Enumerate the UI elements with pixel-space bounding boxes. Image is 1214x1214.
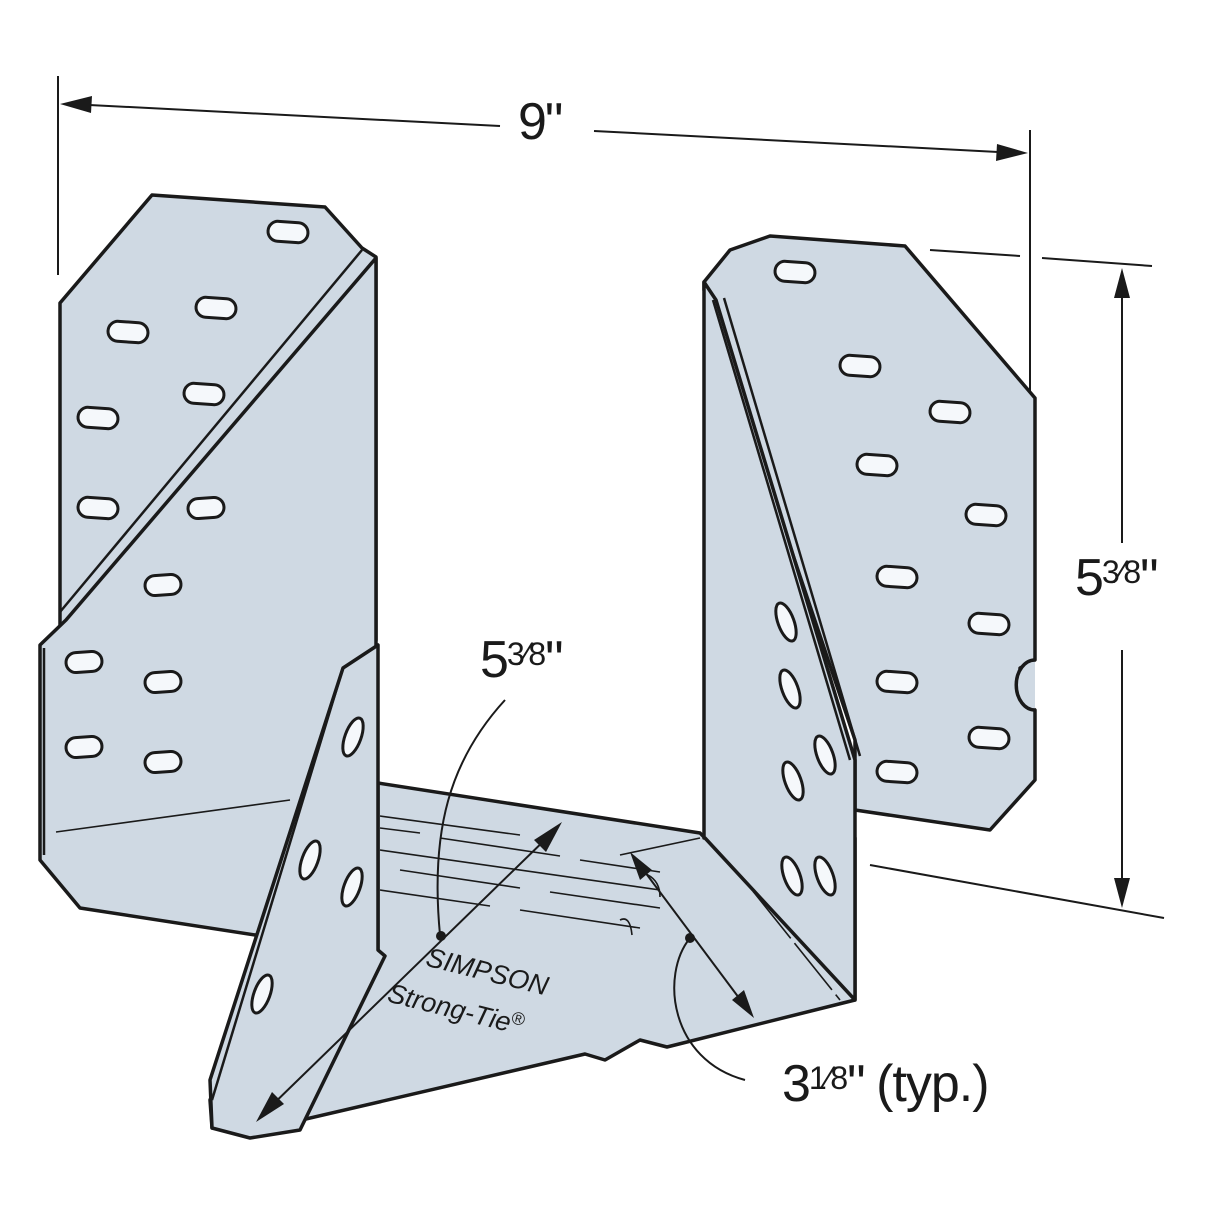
seat-width-unit: " <box>847 1055 866 1113</box>
seat-width-dimension-label: 31⁄8" (typ.) <box>782 1055 990 1113</box>
seat-length-fraction: 3⁄8 <box>506 635 546 672</box>
seat-length-dimension <box>256 699 562 1122</box>
width-dimension <box>57 76 1031 395</box>
seat-length-whole: 5 <box>480 631 509 689</box>
right-side-panel <box>702 280 862 1002</box>
nail-slots-right <box>773 259 1011 785</box>
left-gusset <box>208 643 387 1140</box>
width-whole: 9 <box>518 93 547 151</box>
height-dimension <box>869 249 1165 919</box>
height-whole: 5 <box>1075 549 1104 607</box>
seat-width-fraction: 1⁄8 <box>808 1059 848 1096</box>
width-unit: " <box>544 93 564 151</box>
height-dimension-label: 53⁄8" <box>1075 549 1159 607</box>
nail-slots-left <box>64 219 310 775</box>
width-dimension-label: 9" <box>518 93 564 151</box>
seat-width-dimension <box>630 852 754 1081</box>
seat-length-dimension-label: 53⁄8" <box>480 631 564 689</box>
seat-length-unit: " <box>545 631 564 689</box>
height-fraction: 3⁄8 <box>1101 553 1141 590</box>
diamond-slots <box>250 601 837 1015</box>
seat-width-note: (typ.) <box>876 1055 989 1113</box>
height-unit: " <box>1140 549 1159 607</box>
seat-width-whole: 3 <box>782 1055 811 1113</box>
